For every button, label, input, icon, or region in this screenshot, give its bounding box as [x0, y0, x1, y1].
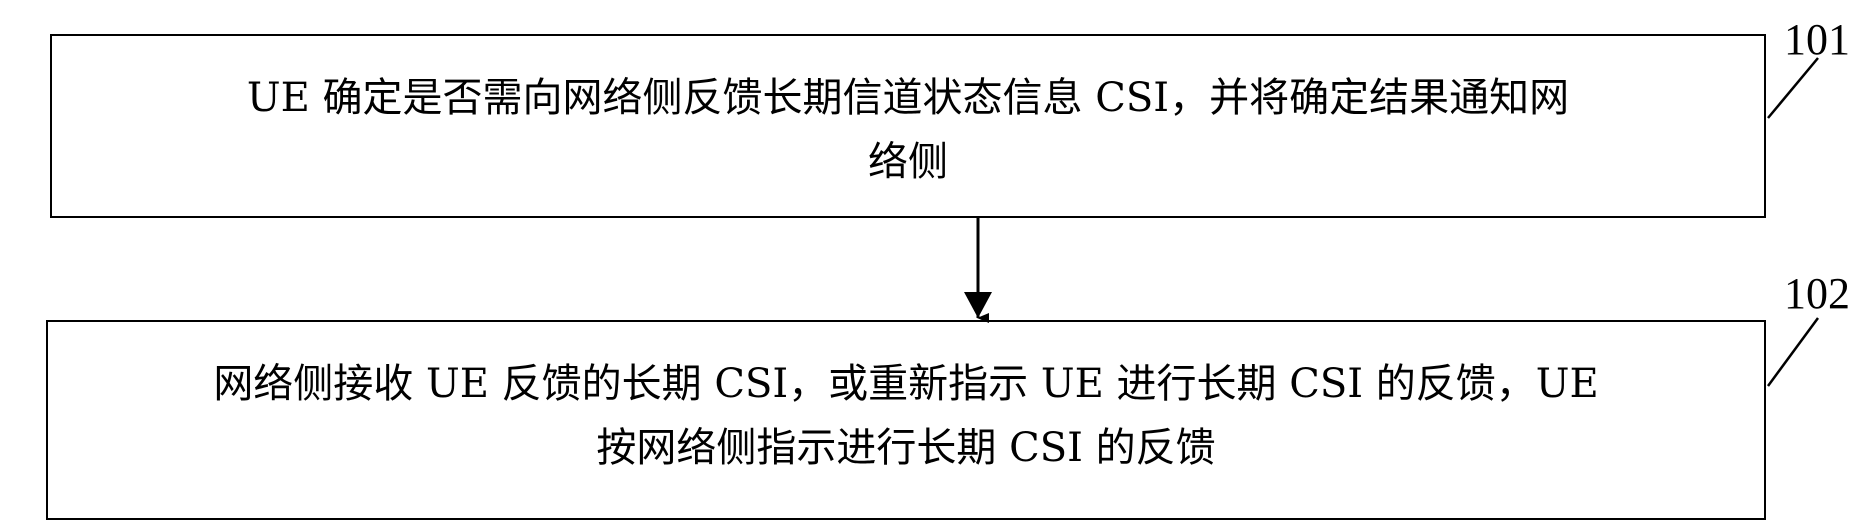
- step-102-label: 102: [1784, 272, 1850, 316]
- step-101-box: UE 确定是否需向网络侧反馈长期信道状态信息 CSI，并将确定结果通知网 络侧: [50, 34, 1766, 218]
- step-102-box: 网络侧接收 UE 反馈的长期 CSI，或重新指示 UE 进行长期 CSI 的反馈…: [46, 320, 1766, 520]
- leader-line-102: [1768, 318, 1818, 386]
- step-101-text: UE 确定是否需向网络侧反馈长期信道状态信息 CSI，并将确定结果通知网 络侧: [88, 66, 1728, 194]
- flow-arrow-head: [964, 292, 992, 318]
- leader-line-101: [1768, 58, 1818, 118]
- step-102-text: 网络侧接收 UE 反馈的长期 CSI，或重新指示 UE 进行长期 CSI 的反馈…: [76, 352, 1736, 480]
- step-101-label: 101: [1784, 18, 1850, 62]
